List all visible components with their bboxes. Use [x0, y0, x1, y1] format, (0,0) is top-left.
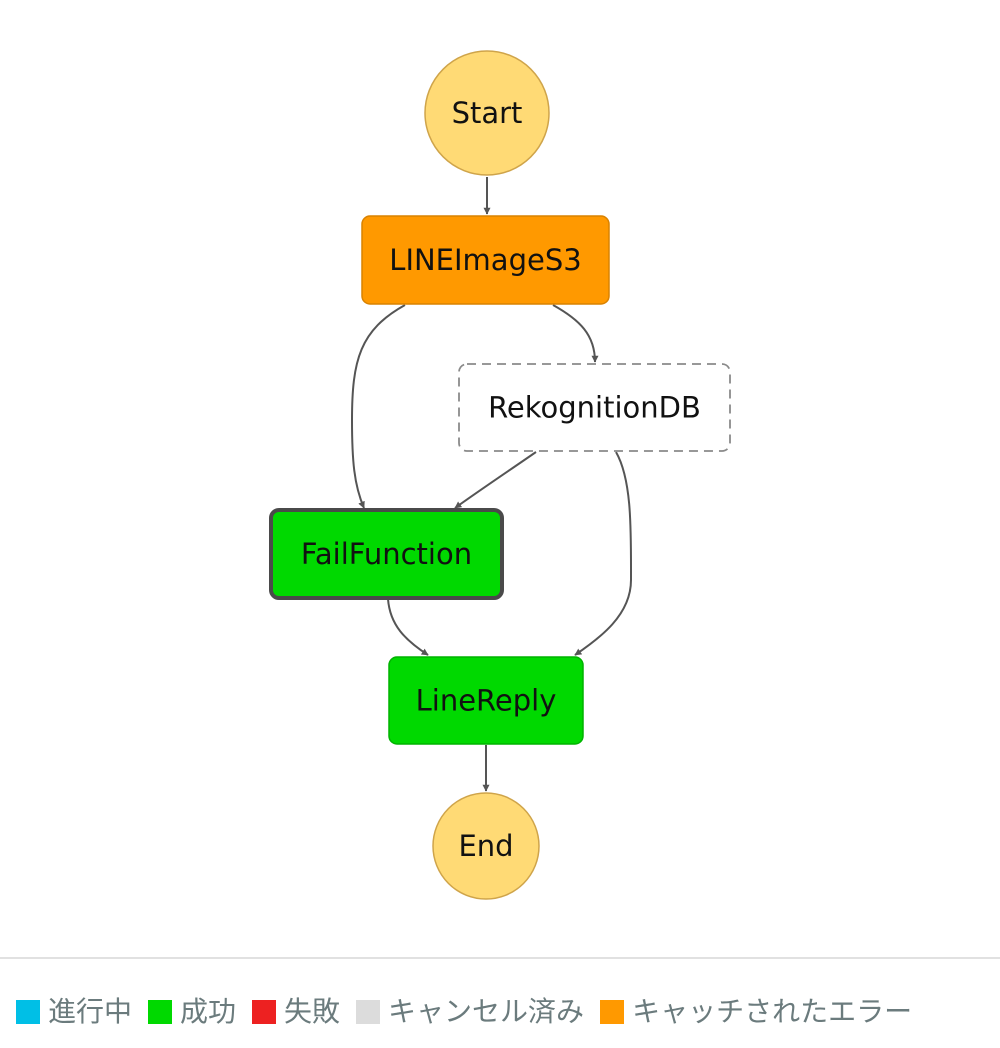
- cancelled-swatch: [356, 1000, 381, 1024]
- node-rekognition-db-label: RekognitionDB: [488, 391, 701, 425]
- edge-line-image-s3-to-fail-function: [350, 304, 406, 509]
- node-end[interactable]: End: [432, 792, 540, 900]
- succeeded-swatch: [148, 1000, 173, 1024]
- legend-divider: [0, 957, 1000, 959]
- node-fail-function-label: FailFunction: [301, 537, 472, 571]
- edge-rekognition-db-to-line-reply: [574, 451, 633, 656]
- legend-label: キャンセル済み: [388, 995, 585, 1028]
- node-start[interactable]: Start: [424, 50, 550, 176]
- node-line-image-s3[interactable]: LINEImageS3: [361, 215, 610, 305]
- node-line-image-s3-shape: [361, 215, 610, 305]
- node-line-reply[interactable]: LineReply: [388, 656, 584, 745]
- failed-swatch: [252, 1000, 277, 1024]
- node-start-shape: [424, 50, 550, 176]
- node-line-reply-shape: [388, 656, 584, 745]
- status-legend: 進行中 成功 失敗 キャンセル済み キャッチされたエラー: [16, 990, 912, 1034]
- node-fail-function-shape: [269, 508, 504, 600]
- legend-label: 成功: [180, 995, 237, 1028]
- legend-item-succeeded: 成功: [148, 998, 236, 1026]
- node-end-shape: [432, 792, 540, 900]
- legend-item-failed: 失敗: [252, 998, 340, 1026]
- legend-label: 失敗: [284, 995, 341, 1028]
- legend-item-cancelled: キャンセル済み: [356, 998, 584, 1026]
- caught-error-swatch: [600, 1000, 625, 1024]
- node-rekognition-db[interactable]: RekognitionDB: [458, 363, 731, 452]
- node-start-label: Start: [452, 96, 523, 130]
- legend-item-in-progress: 進行中: [16, 998, 132, 1026]
- node-line-reply-label: LineReply: [416, 684, 557, 718]
- legend-label: 進行中: [48, 995, 133, 1028]
- edge-rekognition-db-to-fail-function: [454, 451, 537, 509]
- node-end-label: End: [458, 829, 513, 863]
- edge-fail-function-to-line-reply: [387, 598, 429, 656]
- legend-item-caught-error: キャッチされたエラー: [600, 998, 912, 1026]
- node-line-image-s3-label: LINEImageS3: [389, 243, 581, 277]
- in-progress-swatch: [16, 1000, 40, 1024]
- node-rekognition-db-shape: [458, 363, 731, 452]
- edge-line-image-s3-to-rekognition-db: [552, 304, 599, 363]
- legend-label: キャッチされたエラー: [632, 995, 913, 1028]
- node-fail-function[interactable]: FailFunction: [269, 508, 504, 600]
